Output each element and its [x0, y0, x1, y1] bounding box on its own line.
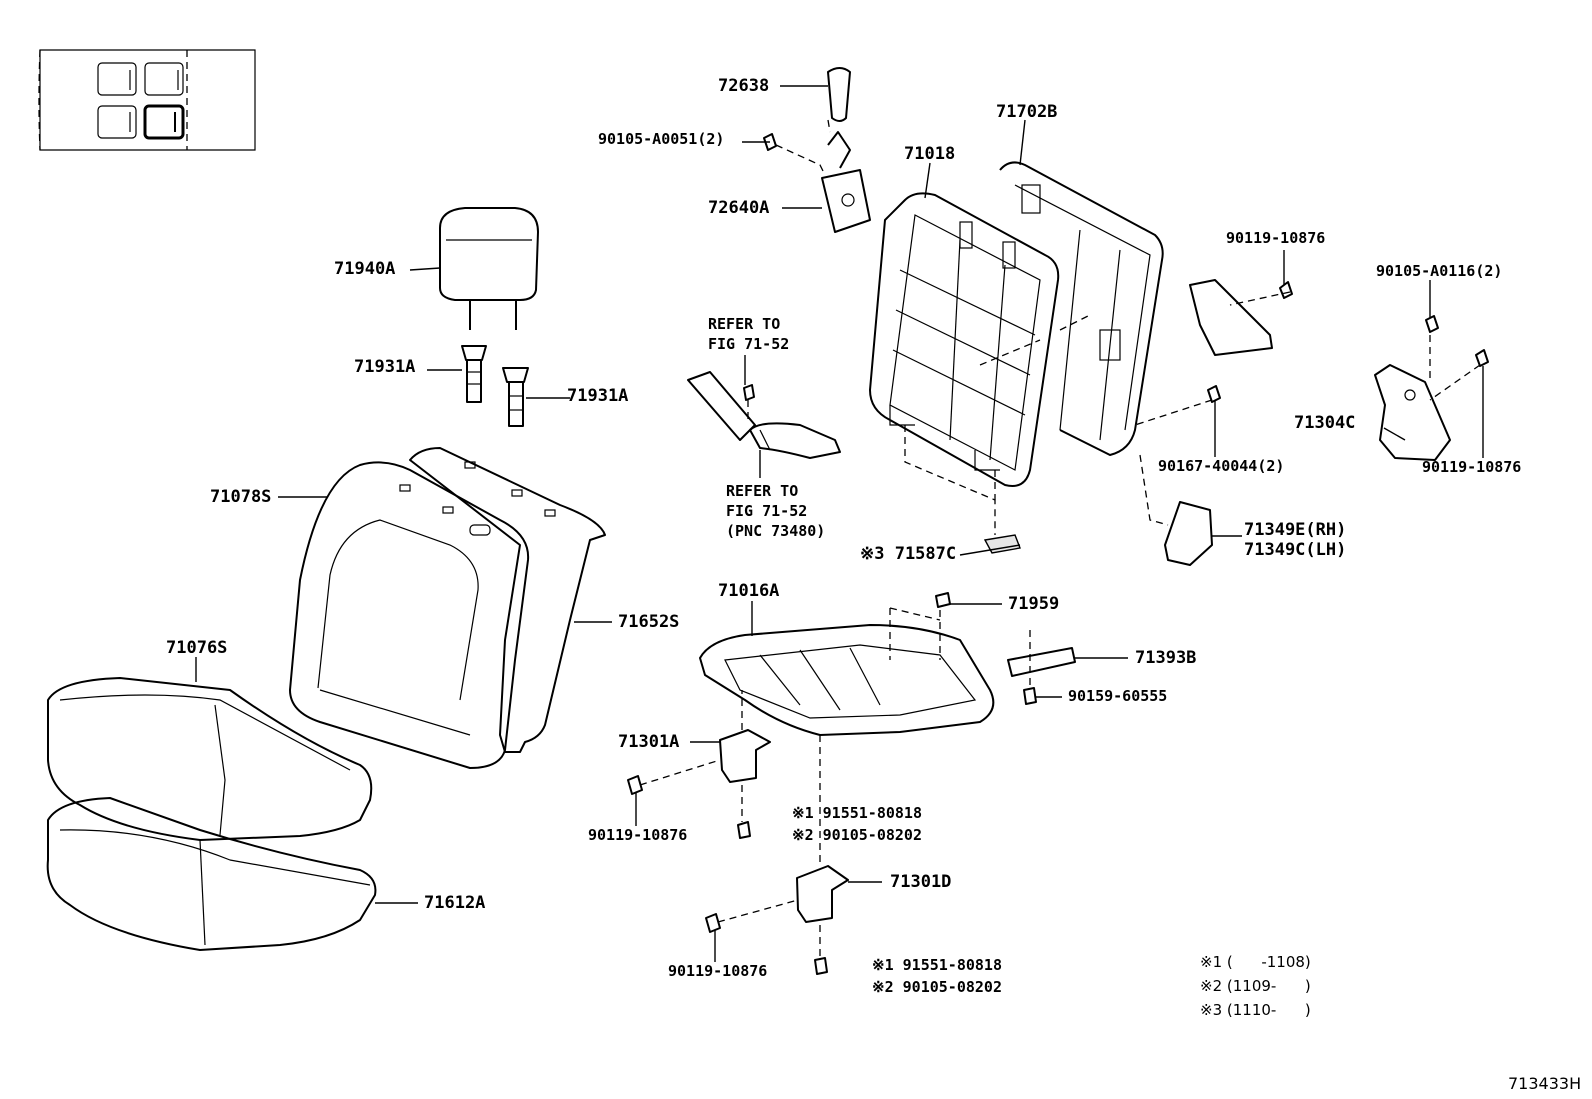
seat-position-map-icon — [38, 49, 256, 151]
part-label-90167-40044: 90167-40044(2) — [1158, 457, 1285, 475]
part-label-71931a-left: 71931A — [354, 357, 416, 377]
footnote-1: ※1 ( -1108) — [1200, 953, 1311, 971]
bracket-71304c-icon — [1374, 364, 1451, 461]
part-label-71931a-right: 71931A — [567, 386, 629, 406]
lock-assembly-icon — [821, 131, 871, 233]
lock-knob-icon — [827, 67, 851, 122]
part-label-90105-a0051: 90105-A0051(2) — [598, 130, 725, 148]
part-label-71301d: 71301D — [890, 872, 952, 892]
pad-71587c-icon — [983, 534, 1021, 554]
part-label-90119-10876-mid: 90119-10876 — [588, 826, 688, 844]
part-label-91551-80818-b: ※1 91551-80818 — [872, 956, 1002, 974]
seatbelt-buckle-icon — [687, 371, 841, 459]
bracket-71301d-icon — [796, 865, 849, 923]
headrest-icon — [439, 207, 539, 330]
part-label-71393b: 71393B — [1135, 648, 1197, 668]
part-label-72640a: 72640A — [708, 198, 770, 218]
part-label-71301a: 71301A — [618, 732, 680, 752]
clip-71959-icon — [935, 592, 951, 608]
seatback-icon — [289, 447, 606, 769]
leader-lines — [195, 85, 1484, 962]
strap-71393b-icon — [1007, 647, 1076, 677]
part-label-71652s: 71652S — [618, 612, 680, 632]
cushion-frame-icon — [699, 624, 995, 736]
part-label-90119-10876-bottom: 90119-10876 — [668, 962, 768, 980]
part-label-90105-a0116: 90105-A0116(2) — [1376, 262, 1503, 280]
part-label-71016a: 71016A — [718, 581, 780, 601]
part-label-71076s: 71076S — [166, 638, 228, 658]
assembly-lines — [639, 119, 1481, 958]
seat-cushion-icon — [46, 677, 377, 951]
refer-note-1-line-1: REFER TO — [708, 315, 781, 333]
part-label-90105-08202-a: ※2 90105-08202 — [792, 826, 922, 844]
part-label-71959: 71959 — [1008, 594, 1060, 614]
headrest-guide-left-icon — [461, 345, 487, 403]
part-label-71702b: 71702B — [996, 102, 1058, 122]
frame-icon — [869, 192, 1060, 487]
footnote-2: ※2 (1109- ) — [1200, 977, 1311, 995]
part-label-90119-10876-top: 90119-10876 — [1226, 229, 1326, 247]
part-label-71304c: 71304C — [1294, 413, 1356, 433]
hinge-cover-icon — [1189, 279, 1273, 356]
refer-note-1-line-2: FIG 71-52 — [708, 335, 790, 353]
bracket-71301a-icon — [719, 729, 771, 783]
refer-note-2-line-3: (PNC 73480) — [726, 522, 826, 540]
part-label-71349c: 71349C(LH) — [1244, 540, 1347, 560]
part-label-90105-08202-b: ※2 90105-08202 — [872, 978, 1002, 996]
part-label-90119-10876-right: 90119-10876 — [1422, 458, 1522, 476]
part-label-71018: 71018 — [904, 144, 956, 164]
part-label-71940a: 71940A — [334, 259, 396, 279]
bracket-71349-icon — [1164, 501, 1213, 566]
refer-note-2-line-2: FIG 71-52 — [726, 502, 808, 520]
part-label-71612a: 71612A — [424, 893, 486, 913]
figure-id: 713433H — [1508, 1074, 1582, 1093]
part-label-91551-80818-a: ※1 91551-80818 — [792, 804, 922, 822]
part-label-71587c: ※3 71587C — [860, 544, 957, 564]
footnote-3: ※3 (1110- ) — [1200, 1001, 1311, 1019]
part-label-90159-60555: 90159-60555 — [1068, 687, 1168, 705]
part-label-71349e: 71349E(RH) — [1244, 520, 1347, 540]
bolt-icon — [627, 133, 1489, 975]
back-board-icon — [999, 161, 1164, 456]
part-label-72638: 72638 — [718, 76, 770, 96]
refer-note-2-line-1: REFER TO — [726, 482, 799, 500]
headrest-guide-right-icon — [502, 367, 529, 427]
part-label-71078s: 71078S — [210, 487, 272, 507]
